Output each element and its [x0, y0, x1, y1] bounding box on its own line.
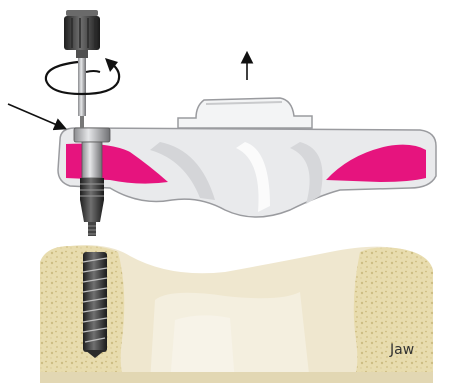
impression-tray: [58, 98, 436, 217]
dental-implant: [83, 252, 107, 358]
arrow-icon: [8, 104, 64, 128]
jaw-right-cortical: [352, 248, 433, 383]
jaw-label: Jaw: [389, 342, 414, 358]
screwdriver: [64, 10, 100, 128]
